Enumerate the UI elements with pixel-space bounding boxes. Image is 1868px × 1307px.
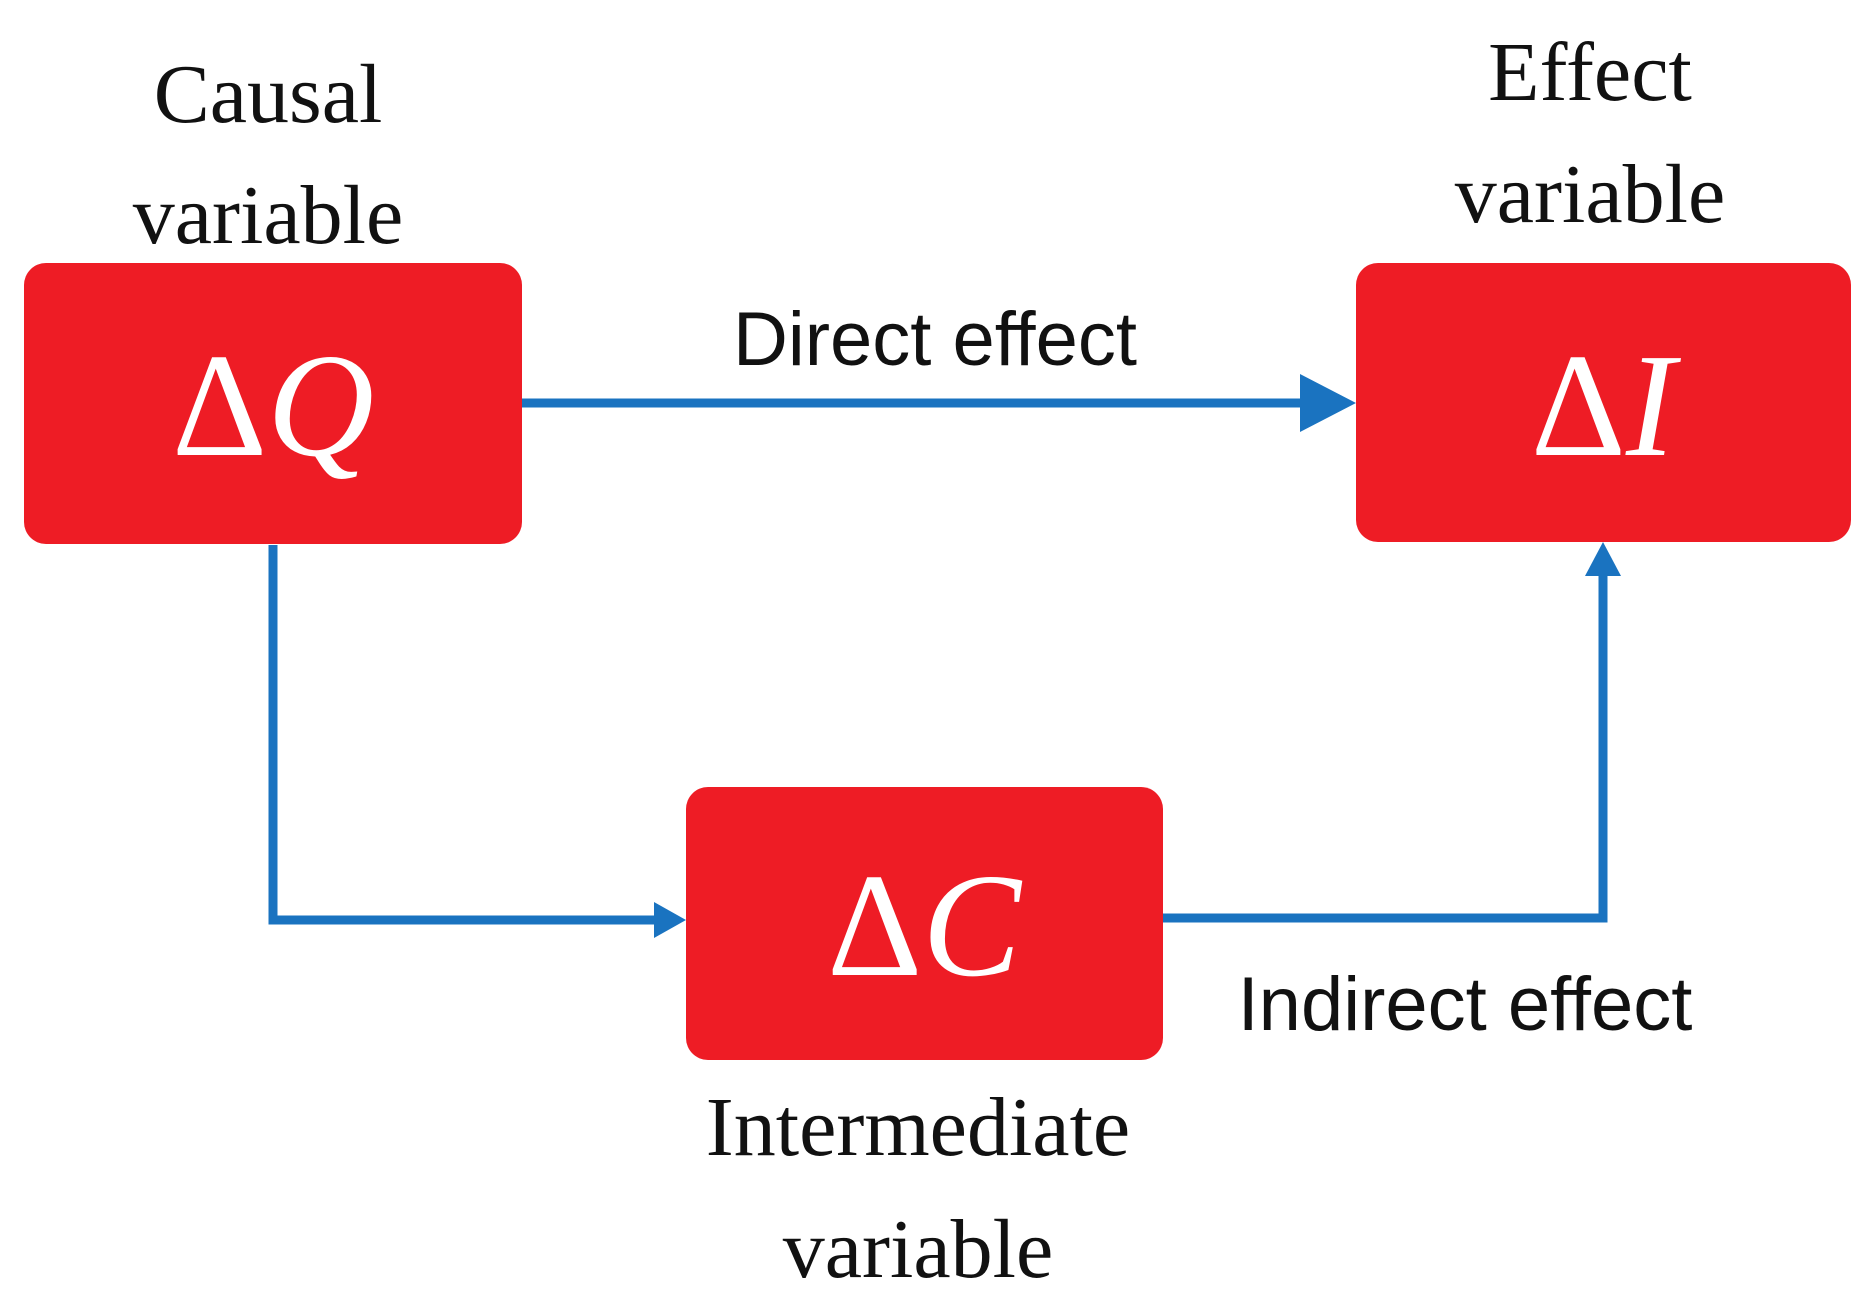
node-intermediate: ΔC <box>686 787 1163 1060</box>
effect-box-label: ΔI <box>1531 324 1682 488</box>
causal-box <box>24 263 522 544</box>
intermediate-caption-line2: variable <box>783 1203 1054 1296</box>
causal-caption-line2: variable <box>133 169 404 262</box>
intermediate-box <box>686 787 1163 1060</box>
effect-delta: Δ <box>1531 324 1626 488</box>
causal-box-label: ΔQ <box>172 324 374 488</box>
q-to-c-arrow-line <box>268 545 658 925</box>
indirect-effect-label: Indirect effect <box>1238 962 1693 1047</box>
intermediate-symbol: C <box>922 844 1023 1008</box>
intermediate-caption-line1: Intermediate <box>706 1081 1130 1174</box>
intermediate-delta: Δ <box>827 844 922 1008</box>
effect-symbol: I <box>1625 324 1682 488</box>
effect-caption-line2: variable <box>1455 148 1726 241</box>
direct-effect-label: Direct effect <box>733 297 1137 382</box>
node-causal: ΔQ <box>24 263 522 544</box>
c-to-i-arrow-line <box>1163 572 1608 923</box>
intermediate-box-label: ΔC <box>827 844 1023 1008</box>
causal-delta: Δ <box>172 324 267 488</box>
direct-effect-arrowhead <box>1300 374 1356 432</box>
causal-symbol: Q <box>267 324 374 488</box>
q-to-c-arrowhead <box>654 902 686 938</box>
effect-box <box>1356 263 1851 542</box>
c-to-i-arrowhead <box>1585 542 1621 576</box>
causal-caption-line1: Causal <box>154 48 383 141</box>
node-effect: ΔI <box>1356 263 1851 542</box>
connectors <box>268 374 1621 938</box>
effect-caption-line1: Effect <box>1488 26 1692 119</box>
